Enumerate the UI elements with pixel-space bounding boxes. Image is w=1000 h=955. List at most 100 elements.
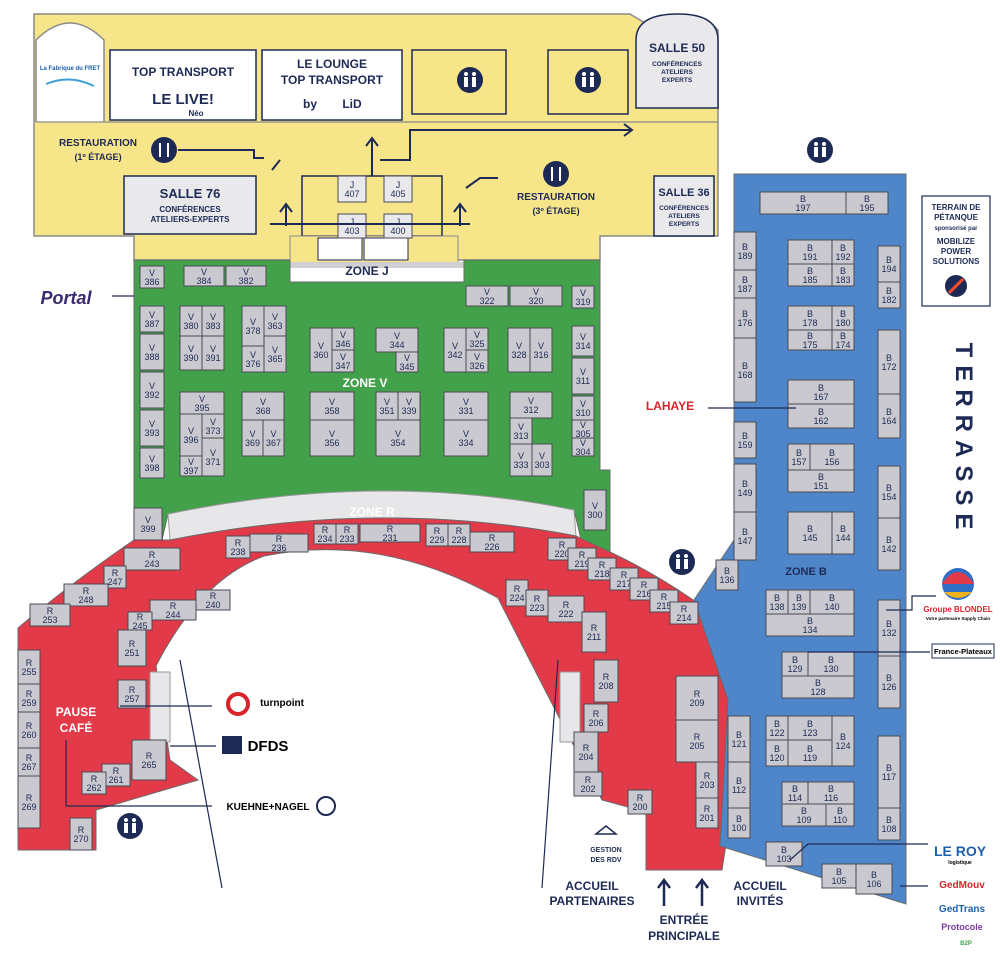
booth-r255[interactable]: R255 — [17, 649, 41, 685]
booth-v320[interactable]: V320 — [509, 285, 563, 307]
booth-r201[interactable]: R201 — [695, 797, 719, 829]
booth-r236[interactable]: R236 — [249, 533, 309, 553]
booth-j407[interactable]: J407 — [337, 175, 367, 203]
booth-b191[interactable]: B191 — [787, 239, 833, 265]
booth-b132[interactable]: B132 — [877, 599, 901, 657]
booth-v384[interactable]: V384 — [183, 265, 225, 287]
booth-v358[interactable]: V358 — [309, 391, 355, 421]
booth-v397[interactable]: V397 — [179, 455, 203, 477]
booth-v322[interactable]: V322 — [465, 285, 509, 307]
booth-r229[interactable]: R229 — [425, 523, 449, 547]
booth-r244[interactable]: R244 — [149, 599, 197, 621]
booth-b119[interactable]: B119 — [787, 739, 833, 767]
booth-b120[interactable]: B120 — [765, 739, 789, 767]
booth-v344[interactable]: V344 — [375, 327, 419, 353]
booth-v387[interactable]: V387 — [139, 305, 165, 333]
booth-v371[interactable]: V371 — [201, 437, 225, 477]
booth-r267[interactable]: R267 — [17, 747, 41, 777]
booth-v382[interactable]: V382 — [225, 265, 267, 287]
booth-b154[interactable]: B154 — [877, 465, 901, 519]
booth-r203[interactable]: R203 — [695, 761, 719, 799]
booth-v310[interactable]: V310 — [571, 395, 595, 421]
booth-b136[interactable]: B136 — [715, 559, 739, 591]
booth-v346[interactable]: V346 — [331, 327, 355, 351]
booth-b108[interactable]: B108 — [877, 807, 901, 841]
booth-r245[interactable]: R245 — [127, 611, 153, 631]
booth-r228[interactable]: R228 — [447, 523, 471, 547]
booth-b172[interactable]: B172 — [877, 329, 901, 395]
booth-r231[interactable]: R231 — [359, 523, 421, 543]
booth-r243[interactable]: R243 — [123, 547, 181, 571]
booth-b134[interactable]: B134 — [765, 613, 855, 637]
booth-j405[interactable]: J405 — [383, 175, 413, 203]
booth-r209[interactable]: R209 — [675, 675, 719, 721]
booth-b105[interactable]: B105 — [821, 863, 857, 889]
booth-v319[interactable]: V319 — [571, 285, 595, 309]
booth-v378[interactable]: V378 — [241, 305, 265, 347]
booth-b176[interactable]: B176 — [733, 297, 757, 339]
booth-r259[interactable]: R259 — [17, 683, 41, 713]
booth-v398[interactable]: V398 — [139, 447, 165, 479]
booth-b183[interactable]: B183 — [831, 263, 855, 287]
booth-b189[interactable]: B189 — [733, 231, 757, 271]
booth-b156[interactable]: B156 — [809, 443, 855, 471]
booth-b151[interactable]: B151 — [787, 469, 855, 493]
booth-v305[interactable]: V305 — [571, 419, 595, 439]
booth-v390[interactable]: V390 — [179, 335, 203, 371]
booth-r204[interactable]: R204 — [573, 731, 599, 773]
booth-v331[interactable]: V331 — [443, 391, 489, 421]
booth-b122[interactable]: B122 — [765, 715, 789, 741]
booth-b159[interactable]: B159 — [733, 421, 757, 459]
booth-v376[interactable]: V376 — [241, 345, 265, 373]
booth-r240[interactable]: R240 — [195, 589, 231, 611]
booth-b128[interactable]: B128 — [781, 675, 855, 699]
booth-v314[interactable]: V314 — [571, 325, 595, 357]
booth-b130[interactable]: B130 — [807, 651, 855, 677]
booth-v388[interactable]: V388 — [139, 333, 165, 371]
booth-b121[interactable]: B121 — [727, 715, 751, 763]
booth-b195[interactable]: B195 — [845, 191, 889, 215]
booth-v312[interactable]: V312 — [509, 391, 553, 419]
booth-v354[interactable]: V354 — [375, 419, 421, 457]
booth-r211[interactable]: R211 — [581, 611, 607, 653]
booth-r260[interactable]: R260 — [17, 711, 41, 749]
booth-v347[interactable]: V347 — [331, 349, 355, 373]
booth-r257[interactable]: R257 — [117, 679, 147, 709]
booth-b100[interactable]: B100 — [727, 807, 751, 839]
booth-v395[interactable]: V395 — [179, 391, 225, 415]
booth-v369[interactable]: V369 — [241, 419, 264, 457]
booth-b129[interactable]: B129 — [781, 651, 809, 677]
booth-b112[interactable]: B112 — [727, 761, 751, 809]
booth-v345[interactable]: V345 — [395, 351, 419, 373]
booth-v365[interactable]: V365 — [263, 335, 287, 373]
booth-v300[interactable]: V300 — [583, 489, 607, 531]
booth-r202[interactable]: R202 — [573, 771, 603, 797]
booth-r251[interactable]: R251 — [117, 629, 147, 667]
booth-b139[interactable]: B139 — [787, 589, 811, 615]
booth-v351[interactable]: V351 — [375, 391, 399, 421]
booth-r222[interactable]: R222 — [547, 595, 585, 623]
booth-b197[interactable]: B197 — [759, 191, 847, 215]
booth-b178[interactable]: B178 — [787, 305, 833, 331]
booth-v326[interactable]: V326 — [465, 349, 489, 373]
booth-b168[interactable]: B168 — [733, 337, 757, 403]
booth-v316[interactable]: V316 — [529, 327, 553, 373]
booth-v399[interactable]: V399 — [133, 507, 163, 541]
booth-b123[interactable]: B123 — [787, 715, 833, 741]
booth-b194[interactable]: B194 — [877, 245, 901, 283]
booth-b110[interactable]: B110 — [825, 803, 855, 827]
booth-v360[interactable]: V360 — [309, 327, 333, 373]
booth-v383[interactable]: V383 — [201, 305, 225, 337]
booth-v392[interactable]: V392 — [139, 371, 165, 409]
booth-b114[interactable]: B114 — [781, 781, 809, 805]
booth-v380[interactable]: V380 — [179, 305, 203, 337]
booth-r223[interactable]: R223 — [525, 589, 549, 617]
booth-b109[interactable]: B109 — [781, 803, 827, 827]
booth-v363[interactable]: V363 — [263, 305, 287, 337]
booth-b124[interactable]: B124 — [831, 715, 855, 767]
booth-b142[interactable]: B142 — [877, 517, 901, 571]
booth-r224[interactable]: R224 — [505, 579, 529, 607]
booth-r205[interactable]: R205 — [675, 719, 719, 763]
booth-r238[interactable]: R238 — [225, 535, 251, 559]
booth-r233[interactable]: R233 — [335, 523, 359, 545]
